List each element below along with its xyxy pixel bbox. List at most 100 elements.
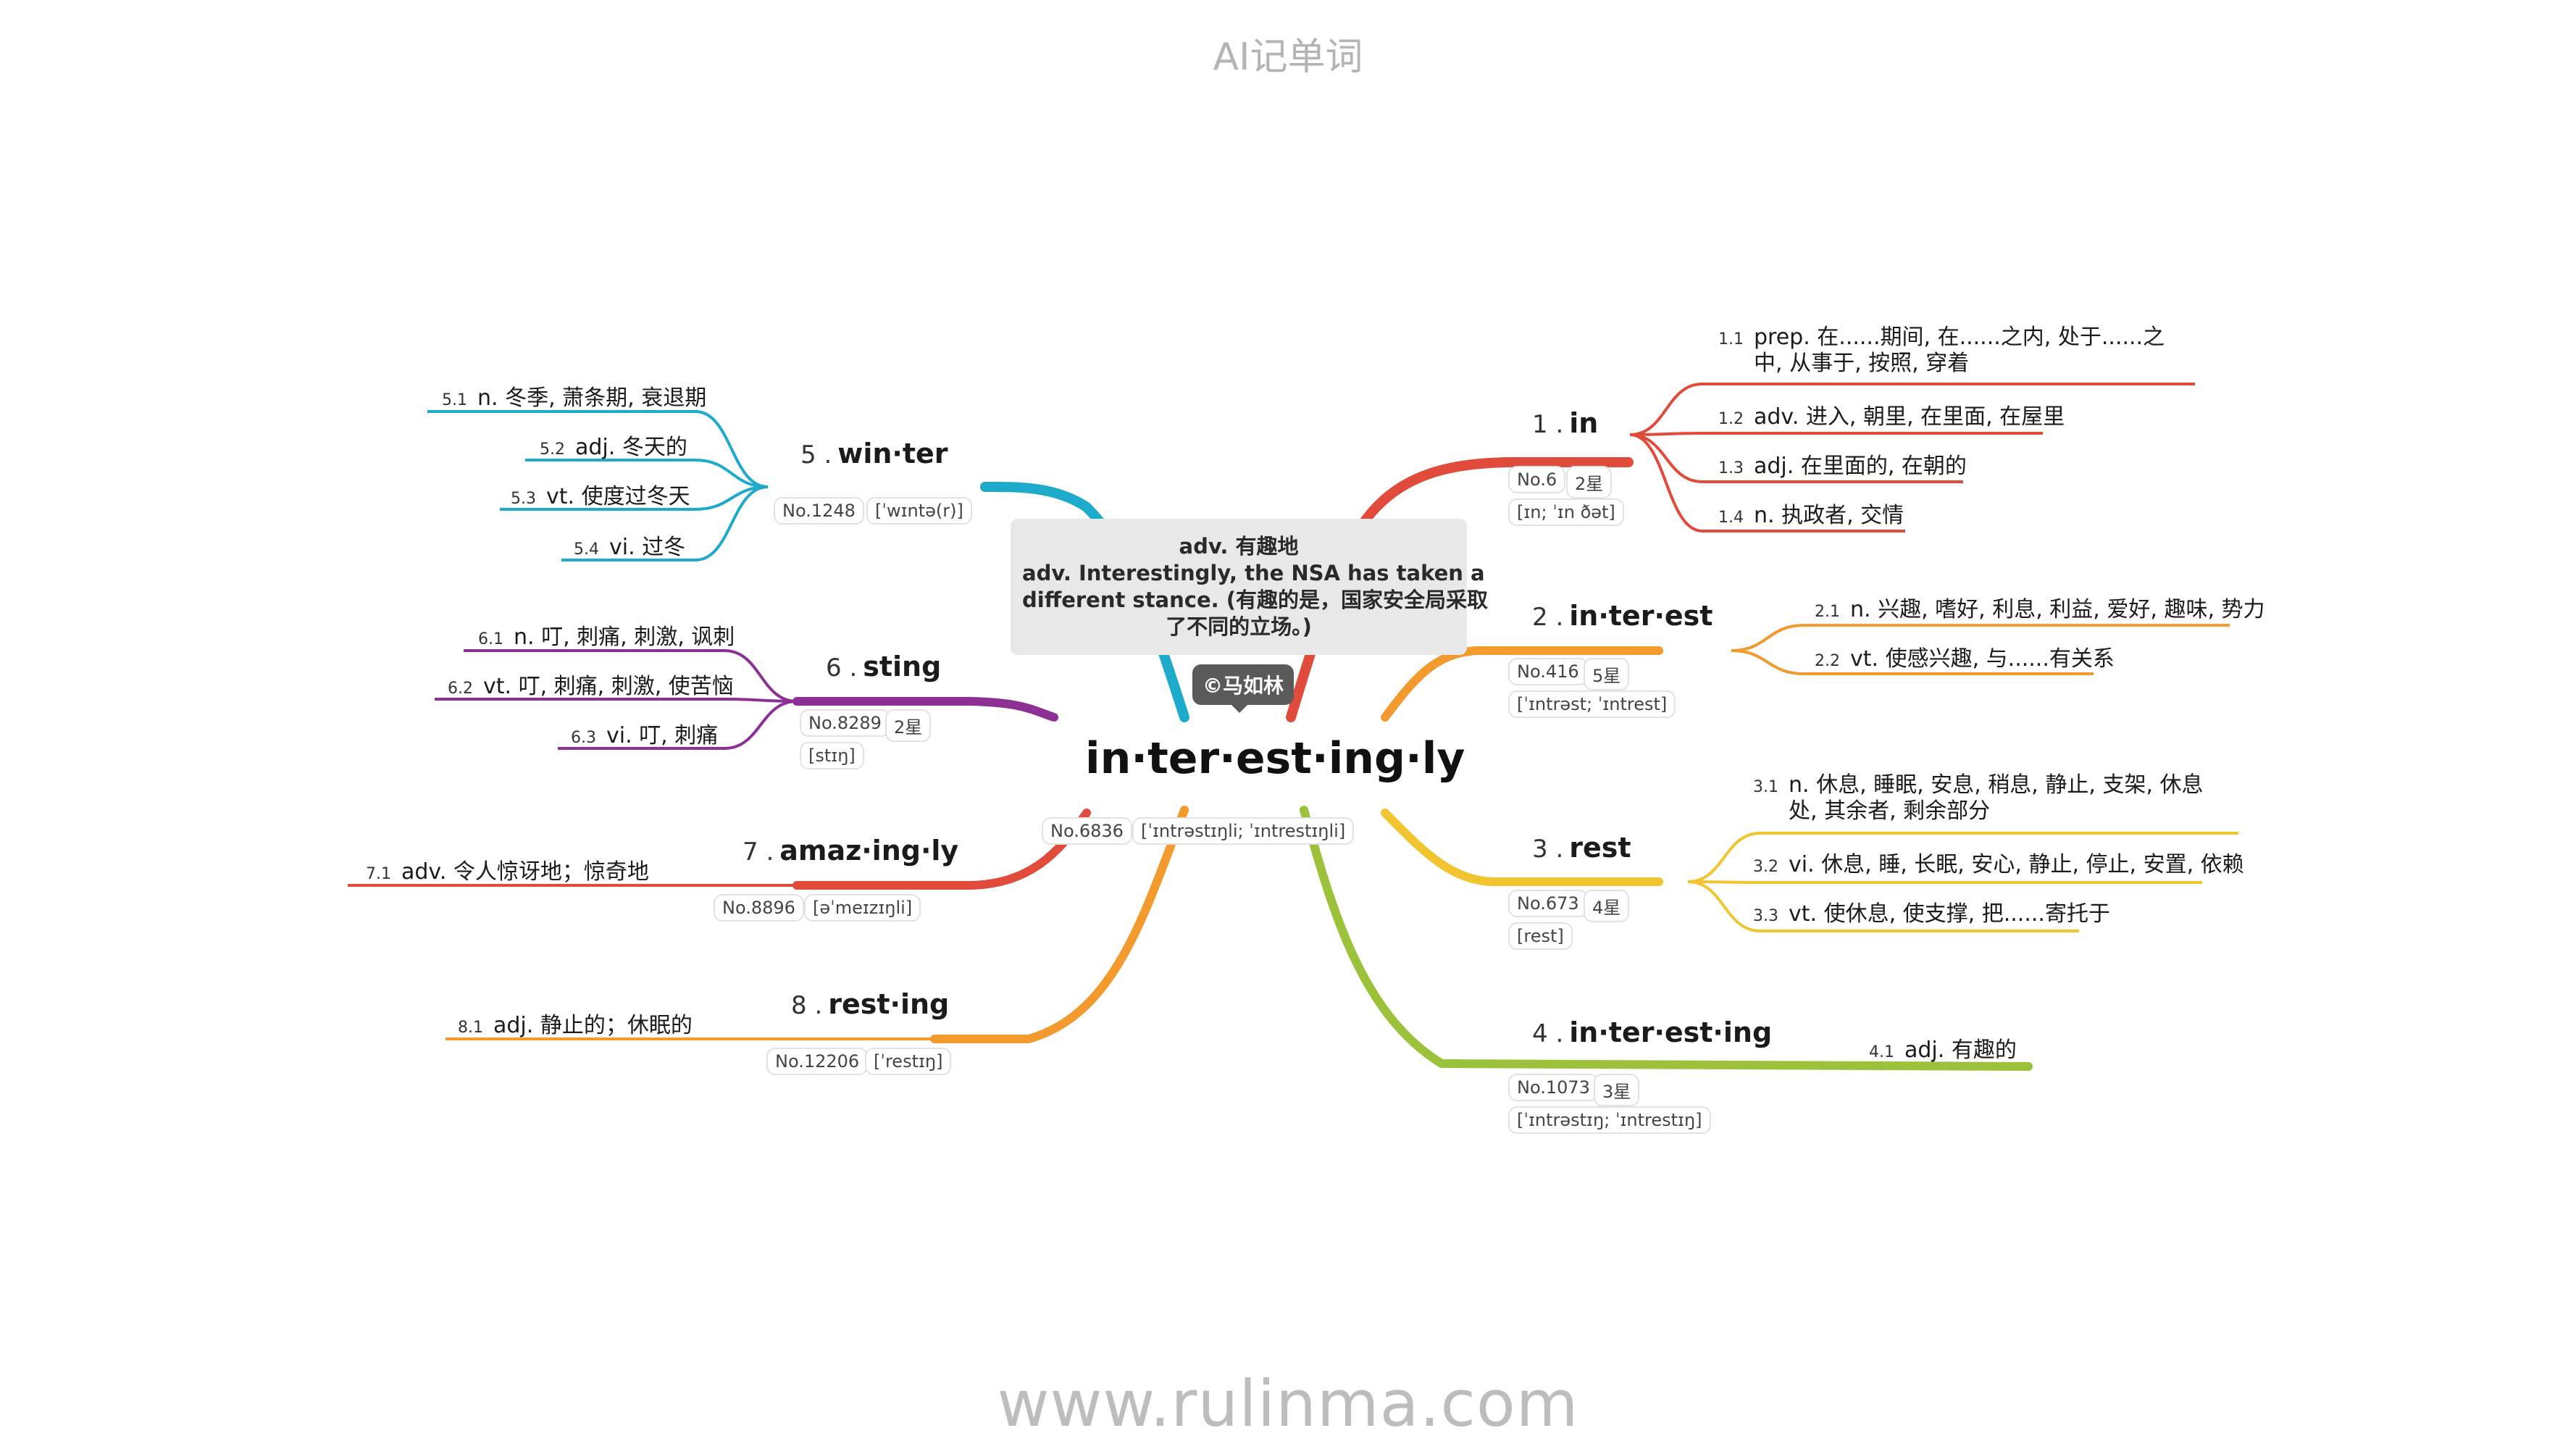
branch-word: win·ter (837, 438, 948, 469)
branch-rank-tag: No.673 (1508, 890, 1588, 917)
definition-text: adj. 冬天的 (575, 435, 687, 460)
branch-rank-tag: No.6 (1508, 466, 1566, 493)
branch-number: 2 . (1532, 603, 1564, 632)
branch-node-7[interactable]: 7 .amaz·ing·ly (743, 835, 958, 867)
fan-branch-6 (435, 649, 798, 750)
definition-text: n. 休息, 睡眠, 安息, 稍息, 静止, 支架, 休息处, 其余者, 剩余部… (1789, 772, 2204, 824)
branch-rank-tag: No.416 (1508, 658, 1588, 685)
definition-text: adj. 有趣的 (1904, 1037, 2017, 1063)
branch-phonetic-tag: [ˈwɪntə(r)] (866, 497, 972, 525)
tooltip-line: adv. Interestingly, the NSA has taken a (1022, 561, 1485, 585)
branch-node-3[interactable]: 3 .rest (1532, 832, 1631, 864)
definition-number: 3.2 (1753, 858, 1778, 876)
branch-number: 6 . (826, 653, 858, 682)
definition-item: 1.3 adj. 在里面的, 在朝的 (1718, 448, 1967, 480)
branch-node-8[interactable]: 8 .rest·ing (791, 988, 949, 1020)
branch-phonetic-tag: [əˈmeɪzɪŋli] (804, 894, 921, 922)
branch-phonetic-tag: [ˈɪntrəst; ˈɪntrest] (1508, 690, 1676, 718)
definition-number: 1.2 (1718, 410, 1744, 428)
definition-item: 6.1 n. 叮, 刺痛, 刺激, 讽刺 (478, 619, 735, 651)
branch-word: amaz·ing·ly (779, 835, 959, 867)
branch-stars-tag: 5星 (1584, 658, 1630, 690)
footer-website-link[interactable]: www.rulinma.com (997, 1366, 1579, 1441)
definition-number: 1.4 (1718, 509, 1744, 527)
definition-text: vi. 叮, 刺痛 (606, 723, 719, 748)
definition-number: 5.3 (511, 490, 536, 508)
link-branch-4 (1300, 806, 2033, 1071)
definition-text: n. 叮, 刺痛, 刺激, 讽刺 (514, 625, 735, 650)
link-branch-2 (1381, 646, 1663, 722)
definition-item: 2.1 n. 兴趣, 嗜好, 利息, 利益, 爱好, 趣味, 势力 (1815, 591, 2265, 623)
definition-text: vt. 使感兴趣, 与......有关系 (1850, 646, 2115, 672)
author-badge-pointer (1229, 703, 1250, 713)
central-phonetic-tag: [ˈɪntrəstɪŋli; ˈɪntrestɪŋli] (1132, 817, 1355, 845)
branch-stars-tag: 3星 (1594, 1074, 1640, 1106)
branch-rank-tag: No.12206 (766, 1048, 869, 1075)
definition-number: 8.1 (458, 1019, 483, 1037)
fan-branch-1 (1629, 383, 2195, 533)
branch-phonetic-tag: [ˈrestɪŋ] (865, 1048, 952, 1075)
definition-text: vt. 叮, 刺痛, 刺激, 使苦恼 (483, 674, 734, 699)
central-rank-tag: No.6836 (1042, 817, 1132, 845)
definition-number: 6.1 (478, 630, 503, 648)
definition-text: n. 兴趣, 嗜好, 利息, 利益, 爱好, 趣味, 势力 (1850, 597, 2265, 622)
fan-branch-3 (1687, 832, 2238, 932)
central-word[interactable]: in·ter·est·ing·ly (1085, 733, 1465, 784)
branch-word: in·ter·est·ing (1569, 1016, 1773, 1048)
definition-number: 5.1 (442, 391, 467, 409)
branch-phonetic-tag: [rest] (1508, 922, 1573, 950)
definition-tooltip: adv. 有趣地 adv. Interestingly, the NSA has… (1011, 519, 1488, 655)
definition-text: adv. 令人惊讶地；惊奇地 (401, 859, 649, 885)
definition-number: 3.1 (1753, 778, 1778, 796)
definition-item: 1.4 n. 执政者, 交情 (1718, 497, 1904, 529)
definition-text: vi. 休息, 睡, 长眠, 安心, 静止, 停止, 安置, 依赖 (1789, 852, 2244, 877)
branch-node-6[interactable]: 6 .sting (826, 651, 941, 682)
definition-item: 5.3 vt. 使度过冬天 (511, 478, 690, 510)
fan-branch-5 (427, 410, 769, 561)
branch-node-2[interactable]: 2 .in·ter·est (1532, 600, 1713, 632)
tooltip-line: adv. 有趣地 (1179, 534, 1299, 559)
branch-number: 7 . (743, 838, 774, 867)
branch-rank-tag: No.1248 (774, 497, 864, 525)
tooltip-line: different stance. (有趣的是，国家安全局采取 (1022, 588, 1488, 612)
branch-stars-tag: 2星 (885, 709, 932, 742)
definition-number: 1.3 (1718, 459, 1744, 477)
definition-item: 3.1 n. 休息, 睡眠, 安息, 稍息, 静止, 支架, 休息处, 其余者, … (1753, 772, 2246, 824)
definition-number: 5.4 (574, 540, 599, 559)
branch-rank-tag: No.1073 (1508, 1074, 1599, 1101)
definition-number: 7.1 (366, 865, 391, 883)
author-badge: ©马如林 (1192, 664, 1295, 705)
fan-branch-2 (1731, 624, 2230, 675)
branch-rank-tag: No.8896 (714, 894, 804, 922)
definition-item: 7.1 adv. 令人惊讶地；惊奇地 (366, 853, 649, 885)
app-title: AI记单词 (1213, 36, 1363, 79)
branch-node-1[interactable]: 1 .in (1532, 407, 1598, 439)
definition-text: vt. 使度过冬天 (546, 484, 690, 509)
definition-item: 5.1 n. 冬季, 萧条期, 衰退期 (442, 380, 706, 412)
definition-text: n. 冬季, 萧条期, 衰退期 (477, 385, 707, 411)
branch-rank-tag: No.8289 (800, 709, 890, 737)
definition-text: n. 执政者, 交情 (1754, 503, 1904, 528)
definition-item: 3.2 vi. 休息, 睡, 长眠, 安心, 静止, 停止, 安置, 依赖 (1753, 846, 2244, 878)
branch-number: 3 . (1532, 835, 1564, 864)
definition-text: vt. 使休息, 使支撑, 把......寄托于 (1789, 901, 2110, 927)
branch-word: rest (1569, 832, 1631, 864)
branch-node-5[interactable]: 5 .win·ter (800, 438, 948, 469)
definition-text: adv. 进入, 朝里, 在里面, 在屋里 (1754, 404, 2065, 430)
definition-text: adj. 静止的；休眠的 (493, 1013, 693, 1038)
branch-node-4[interactable]: 4 .in·ter·est·ing (1532, 1016, 1772, 1048)
branch-stars-tag: 4星 (1584, 890, 1630, 922)
branch-stars-tag: 2星 (1566, 466, 1613, 498)
definition-number: 2.1 (1815, 603, 1840, 621)
definition-text: adj. 在里面的, 在朝的 (1754, 454, 1967, 479)
branch-phonetic-tag: [ˈɪntrəstɪŋ; ˈɪntrestɪŋ] (1508, 1106, 1711, 1134)
